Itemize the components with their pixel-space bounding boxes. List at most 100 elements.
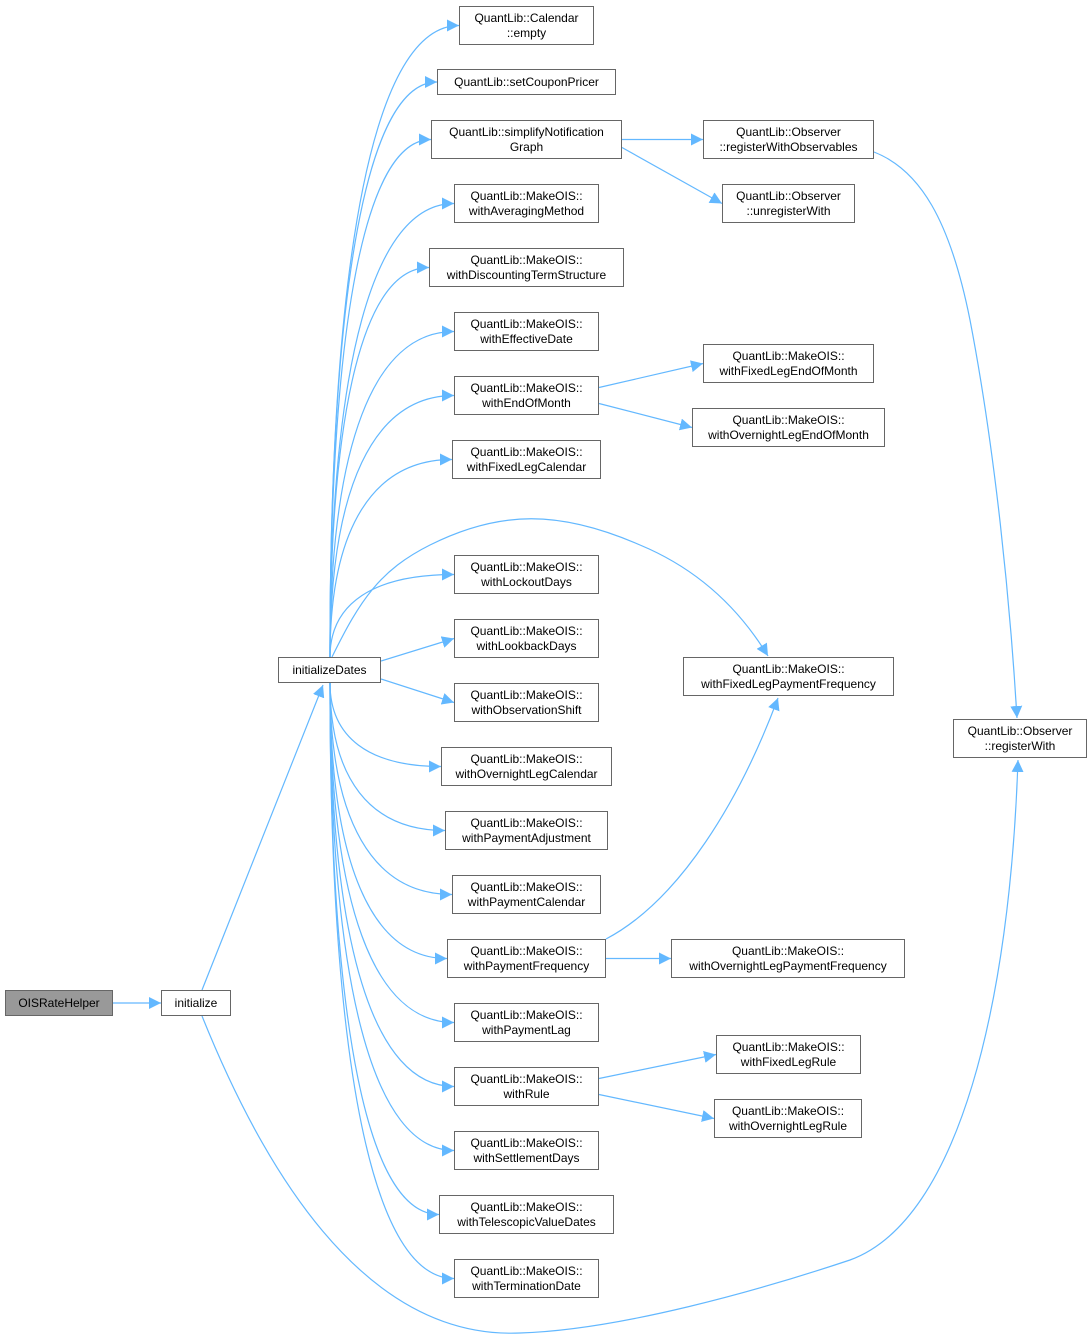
node-label-line: withObservationShift xyxy=(471,702,582,717)
node-label-line: QuantLib::MakeOIS:: xyxy=(470,815,583,830)
node-label-line: withEffectiveDate xyxy=(480,331,573,346)
edge-initializeDates-to-telescopic xyxy=(329,682,440,1221)
node-fixedCal[interactable]: QuantLib::MakeOIS::withFixedLegCalendar xyxy=(452,440,601,479)
edge-initializeDates-to-effDate xyxy=(329,325,455,658)
node-label-line: ::unregisterWith xyxy=(746,203,831,218)
node-label-line: ::registerWith xyxy=(984,738,1056,753)
edge-payFreq-to-fixedPayFreq xyxy=(605,697,780,940)
node-payCal[interactable]: QuantLib::MakeOIS::withPaymentCalendar xyxy=(452,875,601,914)
node-label-line: QuantLib::MakeOIS:: xyxy=(470,252,583,267)
node-termDate[interactable]: QuantLib::MakeOIS::withTerminationDate xyxy=(454,1259,599,1298)
node-onRule[interactable]: QuantLib::MakeOIS::withOvernightLegRule xyxy=(714,1099,862,1138)
edge-initializeDates-to-lockout xyxy=(329,568,455,658)
edge-initializeDates-to-settle xyxy=(329,682,455,1157)
node-fixedPayFreq[interactable]: QuantLib::MakeOIS::withFixedLegPaymentFr… xyxy=(683,657,894,696)
edge-initializeDates-to-fixedPayFreq xyxy=(331,518,769,658)
node-label-line: withPaymentLag xyxy=(482,1022,571,1037)
node-label-line: withOvernightLegRule xyxy=(728,1118,848,1133)
node-label-line: withOvernightLegPaymentFrequency xyxy=(689,958,887,973)
node-label-line: QuantLib::MakeOIS:: xyxy=(731,943,845,958)
node-label-line: QuantLib::MakeOIS:: xyxy=(470,751,583,766)
node-root: OISRateHelper xyxy=(5,990,113,1016)
node-label-line: ::registerWithObservables xyxy=(719,139,858,154)
node-unregWith[interactable]: QuantLib::Observer::unregisterWith xyxy=(722,184,855,223)
edge-rule-to-onRule xyxy=(598,1093,715,1122)
node-label-line: QuantLib::MakeOIS:: xyxy=(470,1135,583,1150)
node-label-line: QuantLib::MakeOIS:: xyxy=(732,661,845,676)
node-label-line: QuantLib::MakeOIS:: xyxy=(470,687,583,702)
node-regWithObs[interactable]: QuantLib::Observer::registerWithObservab… xyxy=(703,120,874,159)
node-label-line: Graph xyxy=(509,139,544,154)
edge-initializeDates-to-termDate xyxy=(329,682,455,1285)
node-discTS[interactable]: QuantLib::MakeOIS::withDiscountingTermSt… xyxy=(429,248,624,287)
edge-eom-to-onEom xyxy=(598,402,693,431)
edge-initializeDates-to-payFreq xyxy=(329,682,448,965)
node-fixedRule[interactable]: QuantLib::MakeOIS::withFixedLegRule xyxy=(716,1035,861,1074)
node-label-line: withPaymentFrequency xyxy=(463,958,590,973)
edge-initialize-to-initializeDates xyxy=(201,684,325,991)
node-obsShift[interactable]: QuantLib::MakeOIS::withObservationShift xyxy=(454,683,599,722)
node-avgMethod[interactable]: QuantLib::MakeOIS::withAveragingMethod xyxy=(454,184,599,223)
node-label-line: OISRateHelper xyxy=(18,995,100,1010)
node-payLag[interactable]: QuantLib::MakeOIS::withPaymentLag xyxy=(454,1003,599,1042)
edge-initializeDates-to-setCouponPricer xyxy=(329,76,438,658)
node-label-line: QuantLib::MakeOIS:: xyxy=(470,623,583,638)
node-label-line: withPaymentAdjustment xyxy=(462,830,591,845)
edge-initialize-to-regWith xyxy=(201,759,1024,1334)
node-label-line: withAveragingMethod xyxy=(468,203,585,218)
node-effDate[interactable]: QuantLib::MakeOIS::withEffectiveDate xyxy=(454,312,599,351)
node-label-line: withLookbackDays xyxy=(476,638,577,653)
node-setCouponPricer[interactable]: QuantLib::setCouponPricer xyxy=(437,69,616,95)
edge-initializeDates-to-simplify xyxy=(329,133,432,658)
node-fixedEom[interactable]: QuantLib::MakeOIS::withFixedLegEndOfMont… xyxy=(703,344,874,383)
edge-initializeDates-to-obsShift xyxy=(380,678,455,705)
node-label-line: withEndOfMonth xyxy=(482,395,571,410)
node-onPayFreq[interactable]: QuantLib::MakeOIS::withOvernightLegPayme… xyxy=(671,939,905,978)
edge-initializeDates-to-payLag xyxy=(329,682,455,1029)
node-label-line: withRule xyxy=(503,1086,550,1101)
edge-rule-to-fixedRule xyxy=(598,1051,717,1080)
node-settle[interactable]: QuantLib::MakeOIS::withSettlementDays xyxy=(454,1131,599,1170)
node-lockout[interactable]: QuantLib::MakeOIS::withLockoutDays xyxy=(454,555,599,594)
node-label-line: QuantLib::MakeOIS:: xyxy=(731,1103,845,1118)
node-label-line: QuantLib::MakeOIS:: xyxy=(732,1039,845,1054)
node-initializeDates[interactable]: initializeDates xyxy=(278,657,381,683)
node-label-line: QuantLib::MakeOIS:: xyxy=(732,412,845,427)
node-onEom[interactable]: QuantLib::MakeOIS::withOvernightLegEndOf… xyxy=(692,408,885,447)
node-label-line: withOvernightLegCalendar xyxy=(455,766,598,781)
node-label-line: QuantLib::MakeOIS:: xyxy=(470,380,583,395)
node-label-line: withOvernightLegEndOfMonth xyxy=(708,427,869,442)
node-payAdj[interactable]: QuantLib::MakeOIS::withPaymentAdjustment xyxy=(445,811,608,850)
node-label-line: withTelescopicValueDates xyxy=(457,1214,596,1229)
node-initialize[interactable]: initialize xyxy=(161,990,231,1016)
node-label-line: QuantLib::MakeOIS:: xyxy=(470,444,583,459)
edge-initializeDates-to-discTS xyxy=(329,261,430,658)
edge-initializeDates-to-onCal xyxy=(329,682,442,773)
node-lookback[interactable]: QuantLib::MakeOIS::withLookbackDays xyxy=(454,619,599,658)
node-rule[interactable]: QuantLib::MakeOIS::withRule xyxy=(454,1067,599,1106)
node-payFreq[interactable]: QuantLib::MakeOIS::withPaymentFrequency xyxy=(447,939,606,978)
node-label-line: initializeDates xyxy=(292,662,367,677)
edge-initializeDates-to-lookback xyxy=(380,636,455,662)
node-label-line: QuantLib::MakeOIS:: xyxy=(470,188,583,203)
edge-regWithObs-to-regWith xyxy=(873,151,1023,719)
edge-eom-to-fixedEom xyxy=(598,360,704,389)
node-label-line: QuantLib::Observer xyxy=(736,124,841,139)
node-eom[interactable]: QuantLib::MakeOIS::withEndOfMonth xyxy=(454,376,599,415)
node-label-line: QuantLib::Calendar xyxy=(474,10,579,25)
node-onCal[interactable]: QuantLib::MakeOIS::withOvernightLegCalen… xyxy=(441,747,612,786)
node-calEmpty[interactable]: QuantLib::Calendar::empty xyxy=(459,6,594,45)
node-label-line: QuantLib::Observer xyxy=(967,723,1073,738)
node-label-line: withSettlementDays xyxy=(473,1150,580,1165)
node-label-line: QuantLib::Observer xyxy=(736,188,841,203)
edge-simplify-to-unregWith xyxy=(621,146,723,205)
node-label-line: QuantLib::MakeOIS:: xyxy=(470,943,583,958)
node-telescopic[interactable]: QuantLib::MakeOIS::withTelescopicValueDa… xyxy=(439,1195,614,1234)
node-label-line: QuantLib::MakeOIS:: xyxy=(470,879,583,894)
node-label-line: withFixedLegPaymentFrequency xyxy=(701,676,876,691)
node-label-line: withLockoutDays xyxy=(481,574,572,589)
node-regWith[interactable]: QuantLib::Observer::registerWith xyxy=(953,719,1087,758)
edge-initializeDates-to-payCal xyxy=(329,682,453,901)
